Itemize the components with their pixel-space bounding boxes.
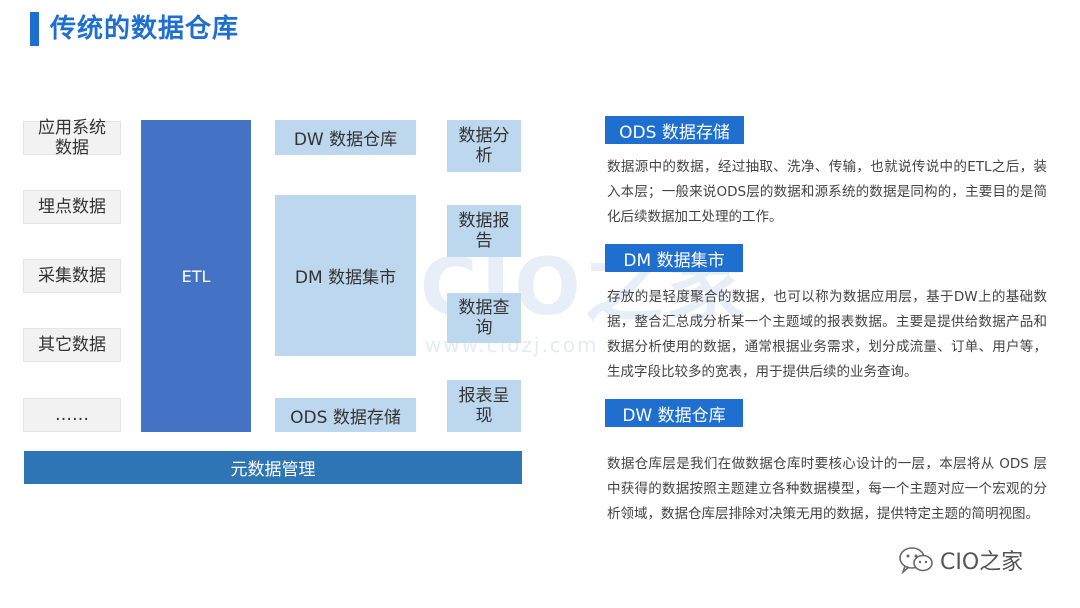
source-more: …… xyxy=(23,398,121,432)
title-accent-bar xyxy=(30,12,39,46)
para-dw: 数据仓库层是我们在做数据仓库时要核心设计的一层，本层将从 ODS 层中获得的数据… xyxy=(607,456,1047,522)
para-ods: 数据源中的数据，经过抽取、洗净、传输，也就说传说中的ETL之后，装入本层；一般来… xyxy=(607,159,1047,225)
brand-logo: CIO之家 xyxy=(898,544,1023,576)
layer-ods: ODS 数据存储 xyxy=(275,398,416,432)
logo-text: CIO之家 xyxy=(940,550,1024,575)
source-collected-data: 采集数据 xyxy=(23,259,121,293)
use-report: 数据报告 xyxy=(447,205,521,257)
layer-dm: DM 数据集市 xyxy=(275,195,416,356)
source-other-data: 其它数据 xyxy=(23,328,121,362)
etl-block: ETL xyxy=(141,120,251,432)
source-app-data: 应用系统数据 xyxy=(23,118,121,158)
use-query: 数据查询 xyxy=(447,293,521,343)
source-tracking-data: 埋点数据 xyxy=(23,190,121,224)
use-report-present: 报表呈现 xyxy=(447,380,521,432)
use-analysis: 数据分析 xyxy=(447,120,521,172)
heading-dw: DW 数据仓库 xyxy=(605,399,743,427)
metadata-management-bar: 元数据管理 xyxy=(24,451,522,484)
heading-dm: DM 数据集市 xyxy=(605,244,743,272)
page-title: 传统的数据仓库 xyxy=(50,14,240,44)
para-dm: 存放的是轻度聚合的数据，也可以称为数据应用层，基于DW上的基础数据，整合汇总成分… xyxy=(607,289,1047,380)
layer-dw: DW 数据仓库 xyxy=(275,120,416,155)
heading-ods: ODS 数据存储 xyxy=(605,116,744,144)
wechat-icon xyxy=(898,546,934,574)
